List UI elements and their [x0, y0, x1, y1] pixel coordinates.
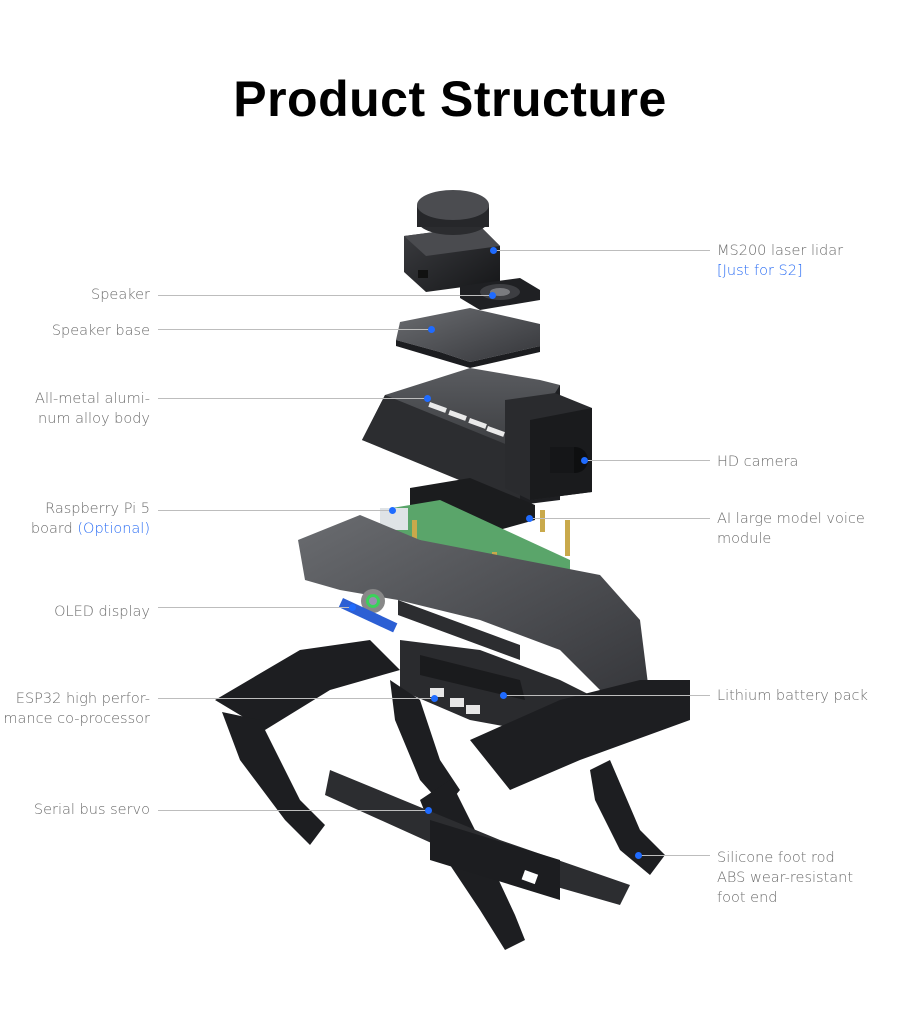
- label-line: Speaker: [91, 287, 150, 303]
- leader-line-raspberry-pi: [158, 510, 392, 511]
- leader-line-speaker: [158, 295, 492, 296]
- speaker-part: [460, 278, 540, 310]
- label-foot: Silicone foot rod ABS wear-resistant foo…: [717, 848, 897, 908]
- callout-dot-speaker: [489, 292, 496, 299]
- callout-dot-servo: [425, 807, 432, 814]
- label-metal-body: All-metal alumi- num alloy body: [0, 389, 150, 429]
- callout-dot-camera: [581, 457, 588, 464]
- callout-dot-lidar: [490, 247, 497, 254]
- label-battery: Lithium battery pack: [717, 686, 897, 706]
- leader-line-oled: [158, 607, 352, 608]
- label-line: mance co-processor: [3, 711, 150, 727]
- label-line: ESP32 high perfor-: [15, 691, 150, 707]
- callout-dot-metal-body: [424, 395, 431, 402]
- label-line: All-metal alumi-: [35, 391, 150, 407]
- label-speaker: Speaker: [0, 285, 150, 305]
- callout-dot-raspberry-pi: [389, 507, 396, 514]
- label-oled: OLED display: [0, 602, 150, 622]
- leader-line-lidar: [493, 250, 710, 251]
- label-servo: Serial bus servo: [0, 800, 150, 820]
- leader-line-foot: [638, 855, 710, 856]
- callout-dot-esp32: [431, 695, 438, 702]
- label-speaker-base: Speaker base: [0, 321, 150, 341]
- callout-dot-voice-module: [526, 515, 533, 522]
- belly-plate: [325, 770, 630, 905]
- page-title: Product Structure: [233, 71, 667, 127]
- callout-dot-foot: [635, 852, 642, 859]
- label-line: Serial bus servo: [33, 802, 150, 818]
- label-line: foot end: [717, 890, 778, 906]
- leader-line-speaker-base: [158, 329, 431, 330]
- label-line: Silicone foot rod: [717, 850, 835, 866]
- callout-dot-oled: [349, 604, 356, 611]
- label-esp32: ESP32 high perfor- mance co-processor: [0, 689, 150, 729]
- label-line: Speaker base: [51, 323, 150, 339]
- leader-line-voice-module: [529, 518, 710, 519]
- leader-line-metal-body: [158, 398, 427, 399]
- leader-line-camera: [584, 460, 710, 461]
- label-line: Raspberry Pi 5: [45, 501, 150, 517]
- callout-dot-battery: [500, 692, 507, 699]
- leader-line-battery: [503, 695, 710, 696]
- s2-note: [Just for S2]: [717, 263, 803, 279]
- lidar-part: [404, 190, 500, 292]
- label-line: num alloy body: [38, 411, 150, 427]
- label-raspberry-pi: Raspberry Pi 5 board (Optional): [0, 499, 150, 539]
- label-line: HD camera: [717, 454, 799, 470]
- label-line: MS200 laser lidar: [717, 243, 844, 259]
- label-voice-module: AI large model voice module: [717, 509, 897, 549]
- label-line: board: [30, 521, 78, 537]
- speaker-base-part: [396, 308, 540, 368]
- optional-note: (Optional): [77, 521, 150, 537]
- label-line: Lithium battery pack: [717, 688, 868, 704]
- callout-dot-speaker-base: [428, 326, 435, 333]
- label-camera: HD camera: [717, 452, 897, 472]
- label-line: AI large model voice: [717, 511, 865, 527]
- leader-line-servo: [158, 810, 428, 811]
- chassis-plate: [298, 515, 650, 700]
- label-line: OLED display: [54, 604, 150, 620]
- label-line: ABS wear-resistant: [717, 870, 854, 886]
- label-lidar: MS200 laser lidar [Just for S2]: [717, 241, 897, 281]
- leader-line-esp32: [158, 698, 434, 699]
- label-line: module: [717, 531, 772, 547]
- body-part: [362, 368, 592, 505]
